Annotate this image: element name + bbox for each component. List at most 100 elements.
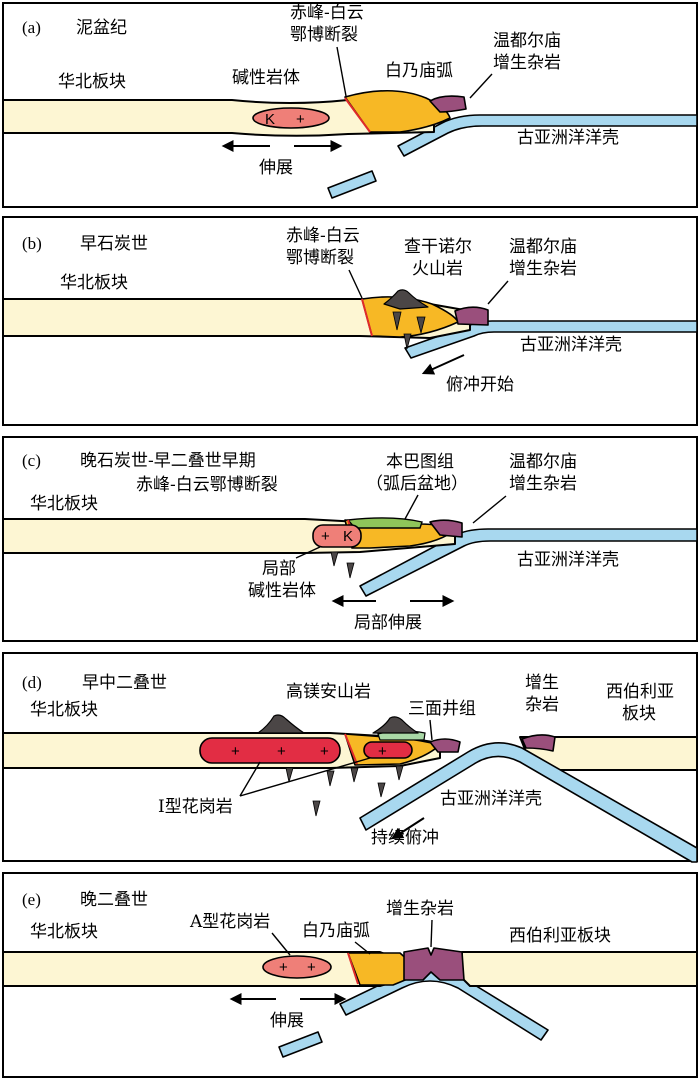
panel-a-ocean-crust <box>397 114 698 157</box>
panel-a-north-china-plate <box>2 99 435 137</box>
panel-c-accretion <box>429 519 463 538</box>
panel-d-accretion-right <box>521 734 556 752</box>
panel-d-magma-4 <box>312 800 321 817</box>
panel-d-ocean-label: 古亚洲洋洋壳 <box>440 789 542 809</box>
panel-d-subduction-label: 持续俯冲 <box>371 828 439 848</box>
panel-d-pluton-plus-3: + <box>320 743 329 760</box>
panel-d-sanmianjing-label: 三面井组 <box>408 699 476 719</box>
panel-b-fault <box>361 298 373 337</box>
panel-c-magma-2 <box>346 562 355 579</box>
panel-d-accretion-label-2: 杂岩 <box>525 695 559 715</box>
panel-c-alkaline-pluton <box>312 524 362 548</box>
panel-b-fault-label-2: 鄂博断裂 <box>286 248 354 268</box>
panel-a-pluton-plus: + <box>296 111 305 128</box>
panel-a-fault-leader <box>336 46 347 97</box>
panel-c-magma-1 <box>330 551 339 567</box>
panel-b: (b) 早石炭世 华北板块 赤峰-白云 鄂博断裂 查干诺尔 火山岩 温都尔庙 增… <box>2 216 698 426</box>
panel-d-volcano-2 <box>372 716 419 734</box>
panel-a-id: (a) <box>22 18 41 37</box>
panel-d-sanmianjing-leader <box>429 719 433 741</box>
panel-d-pluton-plus-1: + <box>231 743 240 760</box>
panel-e: (e) 晚二叠世 华北板块 + + A型花岗岩 白乃庙弧 增生杂岩 西伯利亚板块… <box>2 872 698 1078</box>
panel-b-volcano <box>383 289 429 310</box>
panel-b-period: 早石炭世 <box>80 234 148 254</box>
panel-d-pluton-plus-4: + <box>378 743 387 760</box>
panel-c-accretion-label-2: 增生杂岩 <box>509 474 577 494</box>
panel-a-pluton-k: K <box>265 111 275 128</box>
panel-d-siberia-label-2: 板块 <box>622 704 656 724</box>
panel-e-arc-label: 白乃庙弧 <box>302 921 370 941</box>
panel-c-north-china-label: 华北板块 <box>30 494 98 514</box>
panel-d-granite-label: I型花岗岩 <box>158 797 233 817</box>
panel-d-fault <box>344 733 358 765</box>
panel-d-magma-6 <box>395 765 404 781</box>
panel-e-siberia-plate <box>461 951 698 987</box>
panel-e-accretion <box>403 947 465 981</box>
panel-c-pluton-plus: + <box>321 528 330 545</box>
panel-e-pluton-plus-2: + <box>307 959 316 976</box>
panel-c-pluton-k: K <box>343 528 353 545</box>
panel-d-accretion-label-1: 增生 <box>525 673 559 693</box>
panel-b-subduction-arrow <box>421 354 465 375</box>
panel-a-accretion-leader <box>469 73 493 99</box>
panel-a-fault <box>344 97 371 133</box>
panel-e-id: (e) <box>22 890 41 909</box>
panel-c-local-alkaline-leader <box>295 546 321 559</box>
panel-e-period: 晚二叠世 <box>80 890 148 910</box>
panel-d-magma-2 <box>326 770 335 787</box>
panel-d-granite-leader-2 <box>239 757 371 797</box>
panel-d-magma-3 <box>350 767 359 783</box>
panel-b-accretion-label-2: 增生杂岩 <box>509 259 577 279</box>
panel-d-i-type-granite-small <box>363 741 413 759</box>
panel-d-granite-leader-1 <box>239 761 261 797</box>
panel-e-north-china-plate <box>2 951 401 987</box>
panel-a-ocean-label: 古亚洲洋洋壳 <box>517 128 619 148</box>
panel-b-volcanic-label-2: 火山岩 <box>412 259 463 279</box>
panel-d-period: 早中二叠世 <box>82 673 167 693</box>
panel-a-accretion <box>429 95 467 113</box>
panel-d-ocean-crust <box>359 742 698 863</box>
panel-e-fault <box>347 952 359 985</box>
panel-a-slab-fragment <box>327 170 377 199</box>
panel-e-siberia-label: 西伯利亚板块 <box>509 926 611 946</box>
panel-a-fault-label-1: 赤峰-白云 <box>290 3 364 23</box>
panel-e-extension-label: 伸展 <box>270 1011 304 1031</box>
panel-c-accretion-label-1: 温都尔庙 <box>509 452 577 472</box>
panel-d-magma-5 <box>377 782 386 798</box>
panel-e-granite-label: A型花岗岩 <box>189 912 270 932</box>
panel-a-period: 泥盆纪 <box>76 18 127 38</box>
panel-a: (a) 泥盆纪 华北板块 K + 赤峰-白云 鄂博断裂 碱性岩体 白乃庙弧 温都… <box>2 2 698 208</box>
panel-b-magma-3 <box>403 333 412 350</box>
panel-e-granite-leader <box>271 932 291 956</box>
panel-b-id: (b) <box>22 234 42 253</box>
panel-c-local-alkaline-label-1: 局部 <box>262 559 296 579</box>
panel-d-accretion-left <box>429 738 461 753</box>
panel-d-id: (d) <box>22 673 42 692</box>
panel-e-arc-leader <box>354 941 371 955</box>
panel-c-ocean-label: 古亚洲洋洋壳 <box>517 550 619 570</box>
panel-a-fault-label-2: 鄂博断裂 <box>290 25 358 45</box>
panel-b-fault-label-1: 赤峰-白云 <box>286 226 360 246</box>
panel-d-volcano-1 <box>257 714 305 734</box>
panel-c-accretion-leader <box>472 495 507 524</box>
panel-a-extension-label: 伸展 <box>259 158 293 178</box>
panel-a-accretion-label-2: 增生杂岩 <box>493 53 561 73</box>
panel-c-basin-leader <box>404 494 419 520</box>
panel-e-slab-fragment <box>278 1031 323 1058</box>
panel-b-accretion <box>454 306 489 326</box>
panel-b-volcanic-label-1: 查干诺尔 <box>404 237 472 257</box>
panel-c-id: (c) <box>22 451 41 470</box>
panel-c-local-alkaline-label-2: 碱性岩体 <box>248 581 316 601</box>
panel-a-arc-label: 白乃庙弧 <box>385 61 453 81</box>
panel-a-north-china-label: 华北板块 <box>58 72 126 92</box>
panel-b-ocean-label: 古亚洲洋洋壳 <box>520 335 622 355</box>
panel-d-andesite-label: 高镁安山岩 <box>286 682 371 702</box>
panel-c-extension-label: 局部伸展 <box>354 613 422 633</box>
panel-b-accretion-leader <box>487 280 509 305</box>
panel-a-alkaline-pluton <box>252 107 330 129</box>
panel-c-period: 晚石炭世-早二叠世早期 <box>80 451 256 471</box>
panel-b-accretion-label-1: 温都尔庙 <box>509 237 577 257</box>
panel-d-magma-1 <box>285 767 294 783</box>
panel-b-subduction-label: 俯冲开始 <box>446 375 514 395</box>
